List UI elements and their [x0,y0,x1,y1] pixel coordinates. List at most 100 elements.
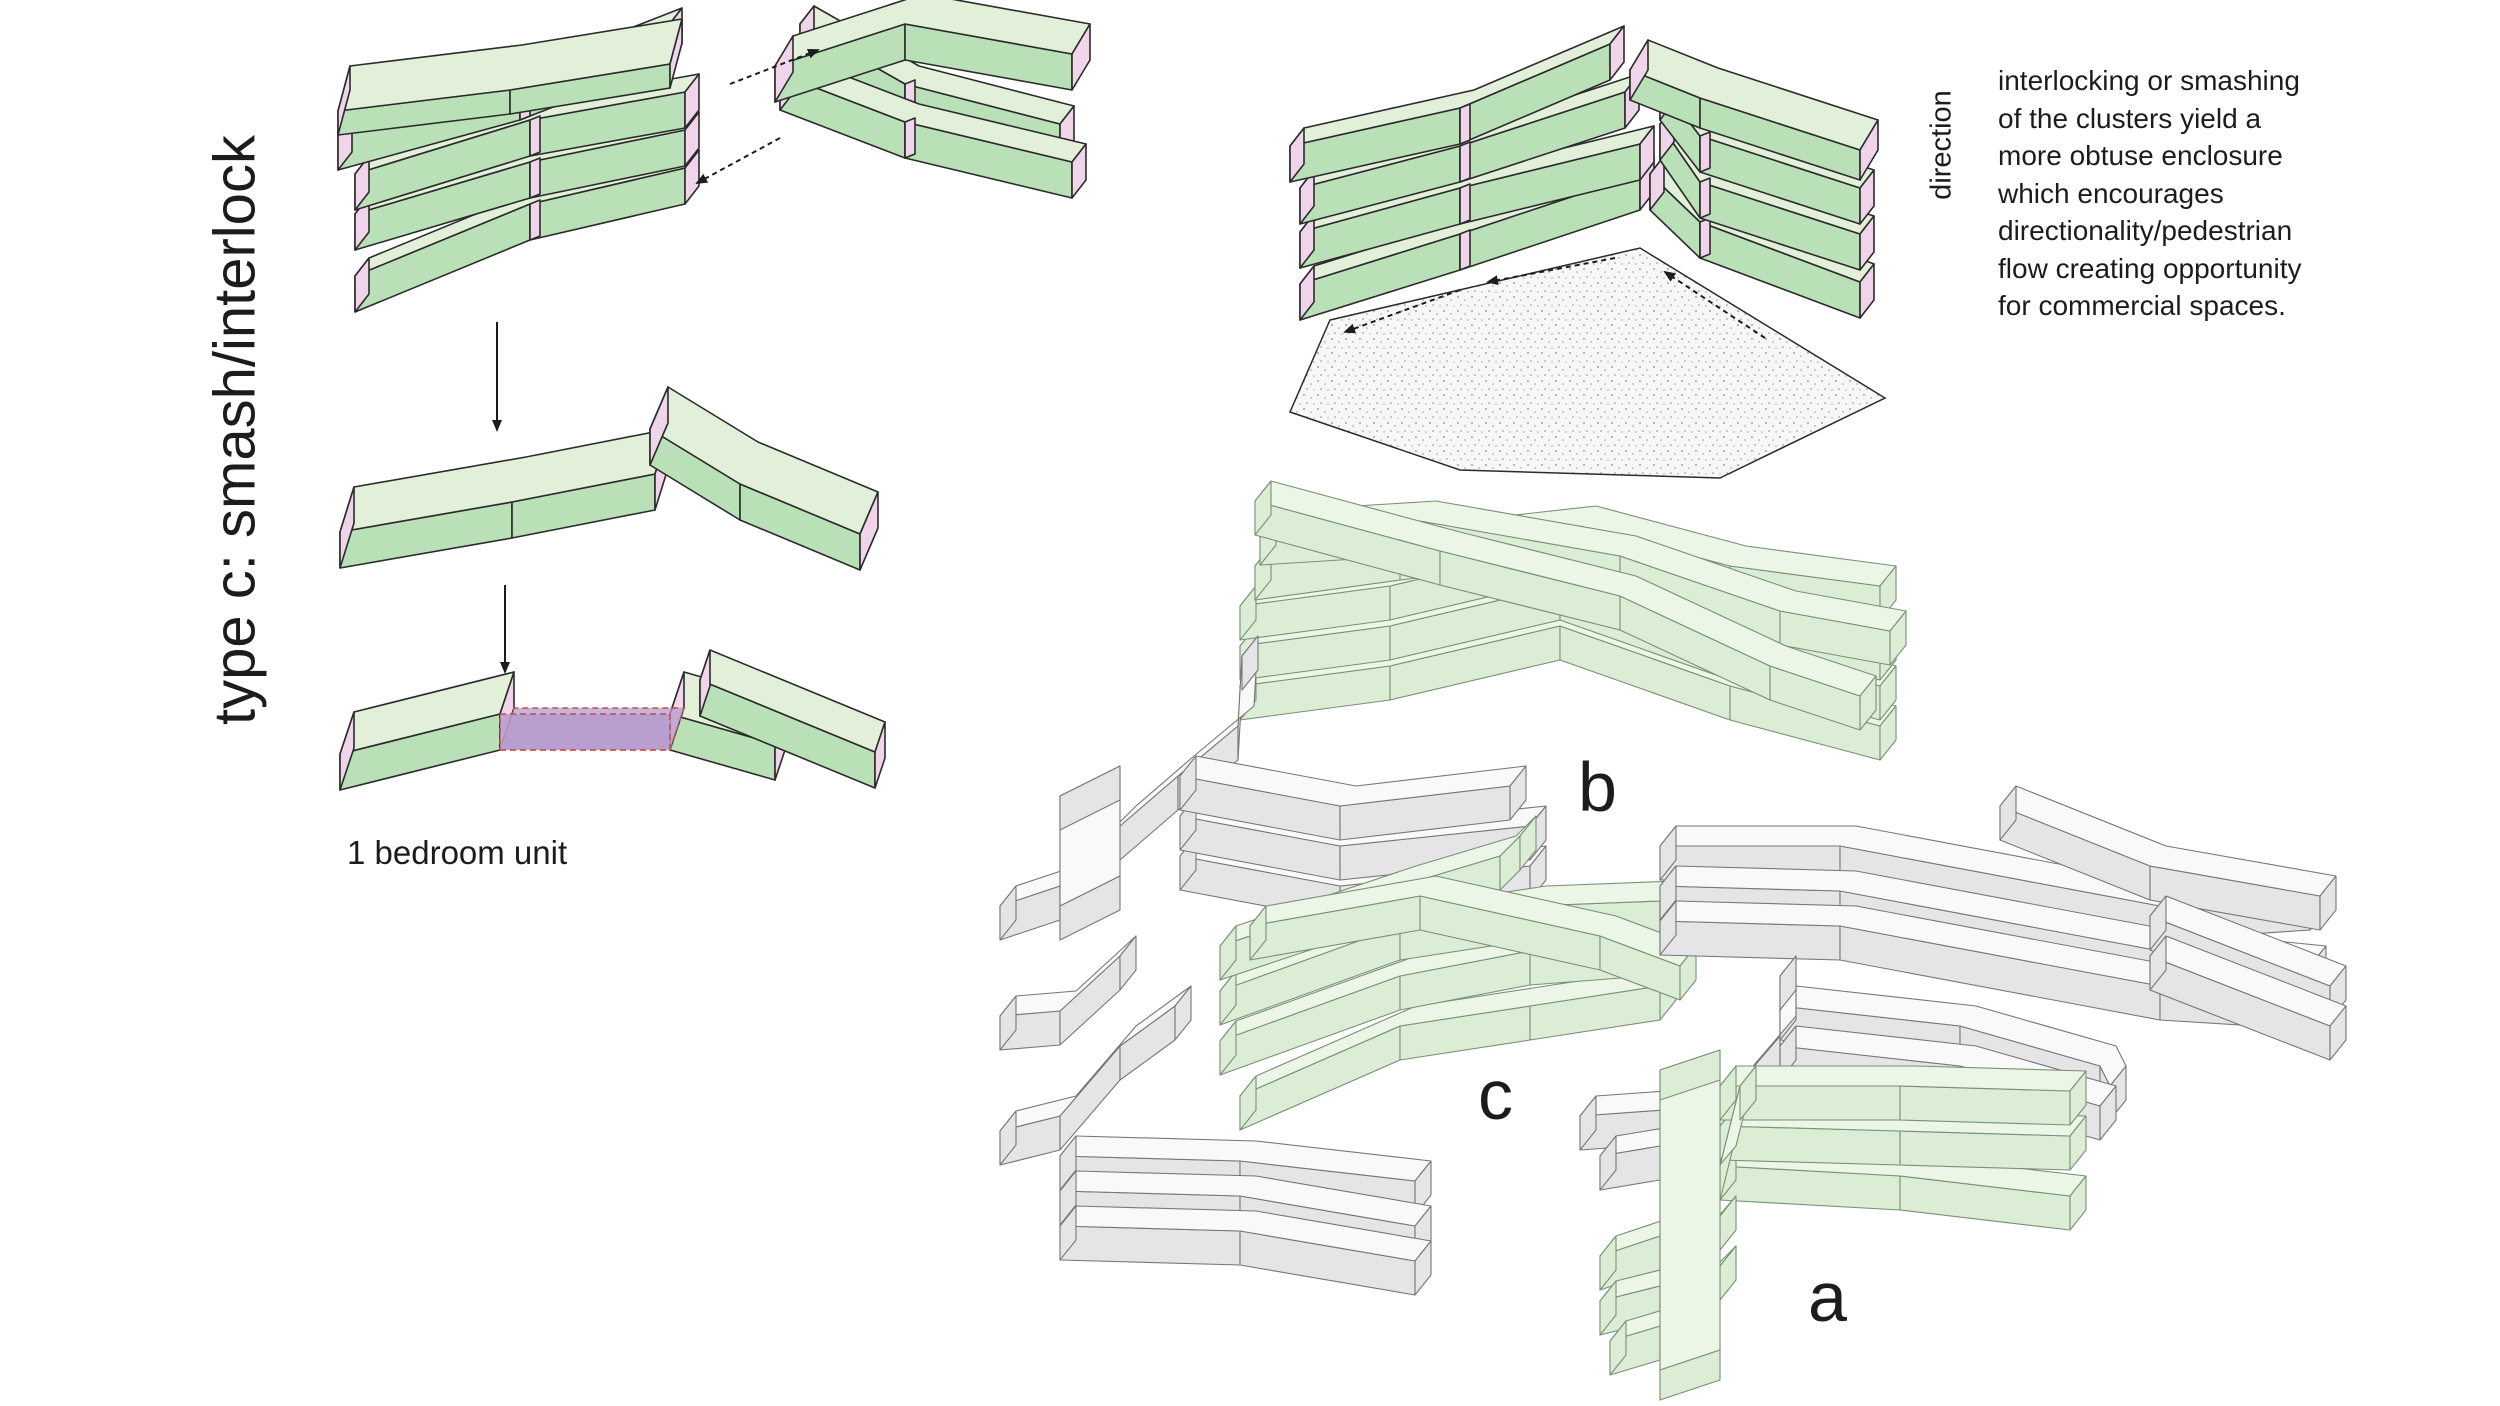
unit-end-face [2069,1115,2087,1171]
unit-end-face [1599,1135,1617,1191]
unit-bar-right [699,649,886,789]
unit-end-face [1249,905,1267,961]
overlap-zone-front [499,713,671,751]
unit-end-face [1859,675,1877,731]
unit-end-face [1071,143,1087,199]
unit-caption: 1 bedroom unit [347,834,568,871]
unit-end-face [354,257,370,313]
unit-end-face [1659,865,1677,921]
description-line: more obtuse enclosure [1998,140,2283,171]
unit-end-face [1879,665,1897,721]
unit-end-face [339,711,355,791]
site-massing-clusters [999,480,2347,1401]
unit-end-face [1254,480,1272,536]
unit-side-face [1659,920,1841,961]
unit-core-face [904,117,916,159]
grey-bar [1059,765,1121,941]
unit-end-face [1059,1205,1077,1261]
unit-core-face [1459,103,1471,145]
cluster-label-b: b [1578,748,1617,826]
cluster-b-bar [1254,480,1877,731]
unit-end-face [1174,985,1192,1041]
unit-end-face [684,73,700,129]
description-line: flow creating opportunity [1998,252,2302,284]
grey-bar [1179,755,1527,841]
unit-end-face [999,995,1017,1051]
unit-end-face [699,649,711,717]
unit-end-face [1609,25,1625,81]
description-text: interlocking or smashing of the clusters… [1998,62,2418,325]
unit-side-face [1899,1085,2071,1126]
unit-end-face [1579,1095,1597,1151]
unit-bar-left [339,671,515,791]
unit-end-face [1599,1280,1617,1336]
unit-end-face [1889,610,1907,666]
interlock-bar [1629,39,1879,181]
direction-block: direction [1920,80,1964,210]
description-line: which encourages [1998,177,2224,209]
unit-end-face [774,35,794,103]
unit-end-face [1659,1349,1721,1401]
unit-end-face [339,486,355,569]
unit-end-face [1739,1065,1757,1121]
unit-end-face [1639,125,1655,181]
unit-end-face [999,885,1017,941]
unit-end-face [1879,705,1897,761]
moving-cluster-bar [774,0,1091,103]
unit-end-face [2069,1070,2087,1126]
unit-end-face [1859,215,1875,271]
unit-end-face [2149,935,2167,991]
unit-end-face [1289,127,1305,183]
unit-side-face [1059,1225,1241,1266]
grey-bar [2149,935,2347,1061]
unit-end-face [1779,955,1797,1011]
cluster-label-c: c [1478,1056,1513,1134]
unit-end-face [874,721,886,789]
unit-end-face [1179,755,1197,811]
description-line: for commercial spaces. [1998,290,2286,321]
unit-end-face [1219,1020,1237,1076]
unit-end-face [1859,169,1875,225]
unit-end-face [2319,875,2337,931]
unit-end-face [1519,815,1537,871]
cluster-c-bar [1219,920,1677,1076]
unit-end-face [1509,765,1527,821]
title-block: type c: smash/interlock [200,135,270,725]
unit-end-face [684,111,700,167]
unit-end-face [1059,765,1121,831]
unit-top-face [1659,1049,1721,1371]
flow-arrow-3 [1343,289,1461,334]
unit-end-face [1659,1049,1721,1101]
unit-end-face [1119,935,1137,991]
cluster-stack-bar [337,18,683,136]
grey-bar [999,935,1137,1051]
merge-bar-left [339,428,670,569]
unit-side-face [1719,1125,1901,1166]
diagram-title: type c: smash/interlock [202,135,268,725]
unit-end-face [1659,825,1677,881]
cluster-b-bar [1239,605,1897,761]
description-line: of the clusters yield a [1998,102,2262,134]
unit-end-face [669,18,683,89]
unit-core-face [1699,131,1711,173]
unit-end-face [1071,23,1091,91]
cluster-c-bar [1249,875,1697,1001]
unit-core-face [1459,183,1471,225]
unit-end-face [1859,263,1875,319]
cluster-a-bar [1719,1065,2087,1126]
unit-core-face [529,199,541,241]
unit-end-face [1219,925,1237,981]
unit-end-face [1059,1135,1077,1191]
unit-end-face [649,386,669,466]
flow-arrow-1 [1663,270,1766,339]
unit-core-face [1699,177,1711,219]
interlock-bar [1289,25,1625,183]
unit-end-face [1719,1195,1737,1251]
unit-end-face [1299,265,1315,321]
grey-bar [1059,1205,1432,1296]
cluster-label-a: a [1808,1258,1847,1336]
grey-bar [1999,785,2337,931]
moving-cluster-bar [779,55,1087,199]
unit-end-face [2069,1175,2087,1231]
